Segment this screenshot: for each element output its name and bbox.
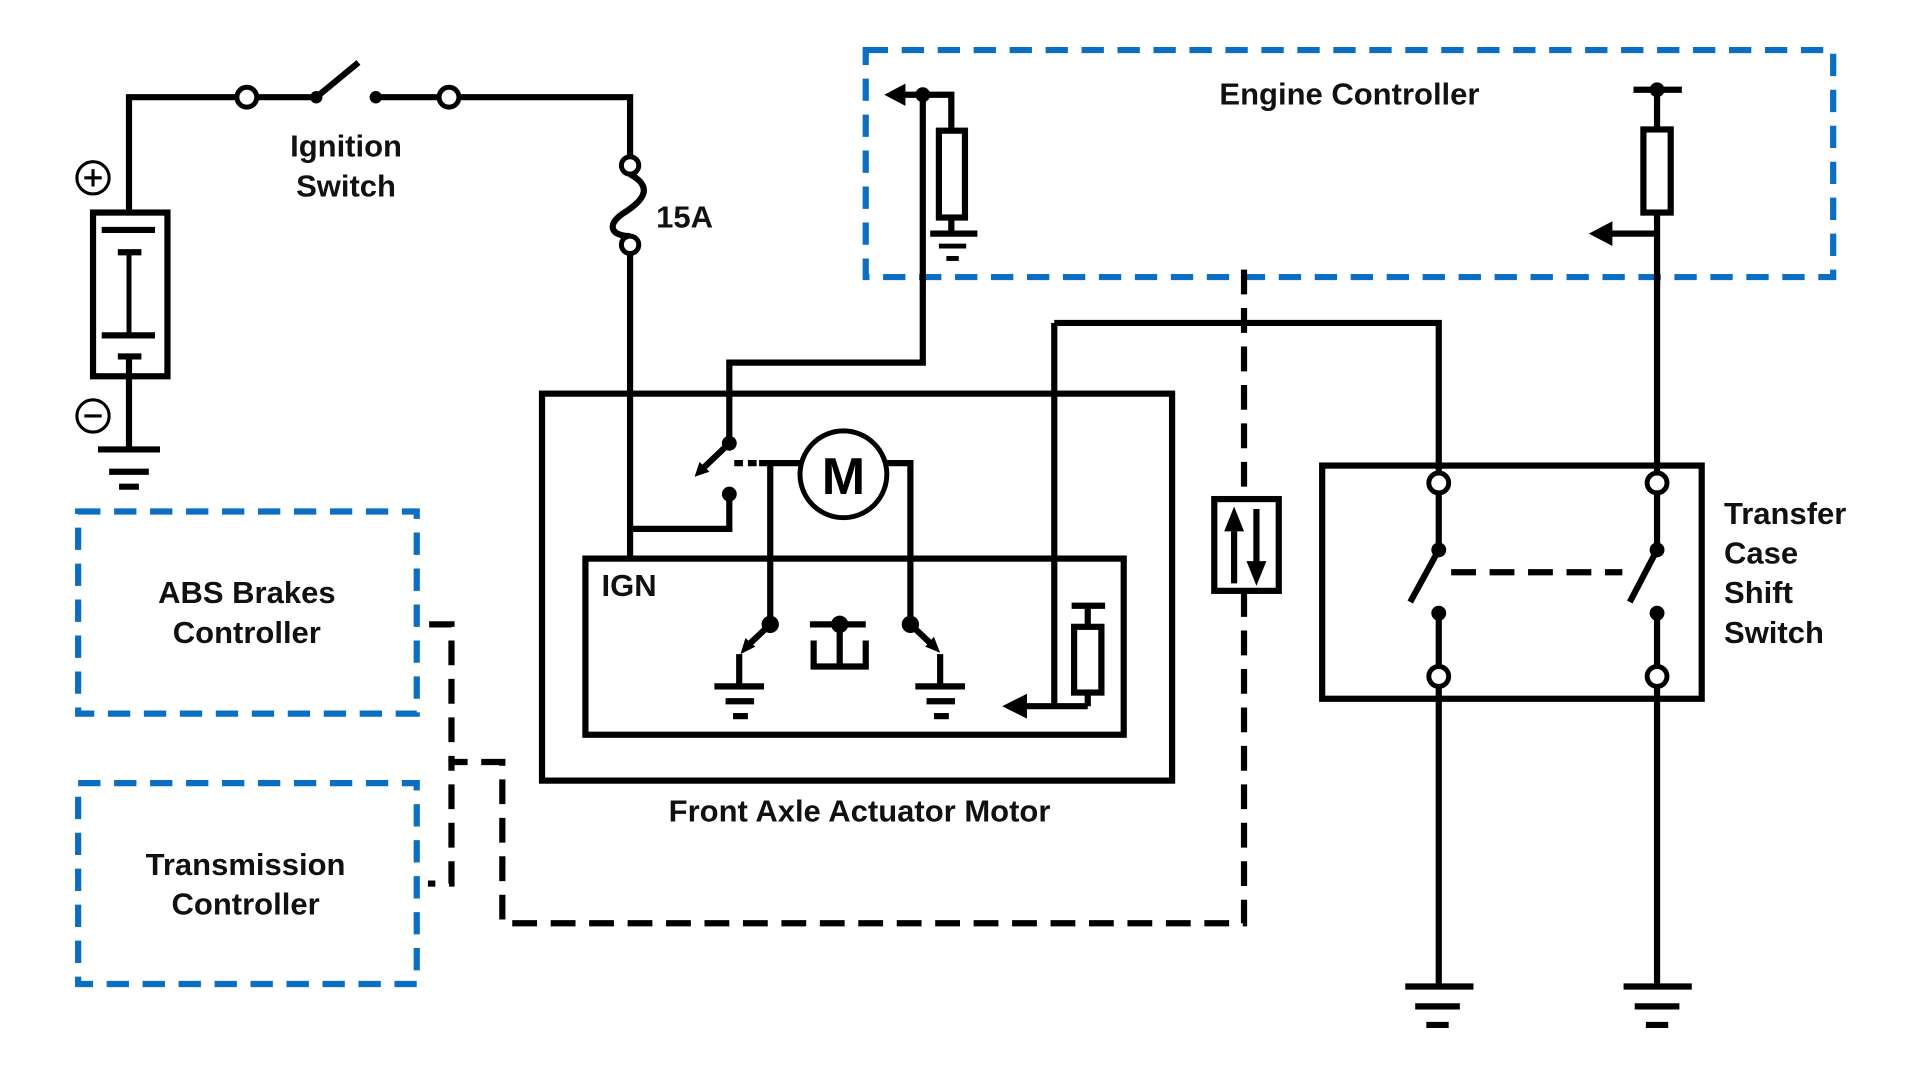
- actuator-input-circuit: [1002, 602, 1106, 719]
- ground-icon: [714, 683, 765, 720]
- abs-controller-label-2: Controller: [173, 615, 321, 650]
- transfer-switch-pole-right: [1627, 470, 1670, 689]
- motor-icon: M: [797, 428, 890, 521]
- transmission-controller-label-2: Controller: [172, 887, 320, 922]
- switch-icon: [314, 60, 361, 100]
- engine-input-circuit: [884, 83, 978, 261]
- engine-output-circuit: [1588, 82, 1682, 286]
- positive-terminal-icon: [75, 160, 111, 196]
- transmission-controller[interactable]: [75, 780, 420, 988]
- transfer-switch-label-2: Case: [1724, 536, 1798, 571]
- ground-icon: [915, 683, 965, 720]
- actuator-motor-label: Front Axle Actuator Motor: [669, 794, 1051, 829]
- inner-switch-left: [736, 615, 779, 686]
- ign-label: IGN: [602, 568, 657, 603]
- switch-icon: [1627, 548, 1660, 604]
- transfer-switch-label-3: Shift: [1724, 575, 1793, 610]
- ignition-switch[interactable]: [234, 60, 462, 110]
- ground-icon: [97, 446, 160, 490]
- battery: [75, 160, 171, 434]
- ignition-switch-label: Ignition: [290, 129, 402, 164]
- data-bus-module: [1211, 495, 1282, 594]
- ground-icon: [1405, 983, 1474, 1029]
- ignition-switch-label-2: Switch: [296, 168, 396, 203]
- negative-terminal-icon: [75, 398, 111, 434]
- transfer-switch-label-1: Transfer: [1724, 496, 1846, 531]
- arrow-left-icon: [884, 83, 906, 106]
- arrow-left-icon: [1002, 693, 1027, 719]
- fuse-rating: 15A: [656, 199, 713, 234]
- abs-controller-label: ABS Brakes: [158, 575, 335, 610]
- switch-icon: [1407, 548, 1442, 604]
- inner-switch-right: [901, 615, 944, 686]
- actuator-control-module: [582, 555, 1127, 738]
- resistor-icon: [1071, 623, 1105, 696]
- engine-controller[interactable]: [862, 46, 1837, 281]
- abs-brakes-controller[interactable]: [75, 508, 420, 717]
- transfer-switch-pole-left: [1407, 470, 1452, 689]
- resistor-icon: [1640, 126, 1674, 216]
- transmission-controller-label: Transmission: [146, 847, 346, 882]
- contact-icon: [809, 615, 869, 670]
- transfer-switch-label-4: Switch: [1724, 615, 1824, 650]
- bidirectional-arrows-icon: [1224, 506, 1267, 586]
- actuator-relay-switch: [630, 435, 760, 532]
- engine-controller-label: Engine Controller: [1219, 77, 1479, 112]
- arrow-left-icon: [1588, 221, 1613, 247]
- transfer-case-shift-switch[interactable]: [1319, 462, 1705, 702]
- ground-icon: [1623, 983, 1692, 1029]
- front-axle-actuator-motor[interactable]: [538, 390, 1176, 784]
- fuse-icon: [609, 154, 647, 256]
- resistor-icon: [935, 127, 969, 221]
- motor-symbol: M: [822, 448, 865, 506]
